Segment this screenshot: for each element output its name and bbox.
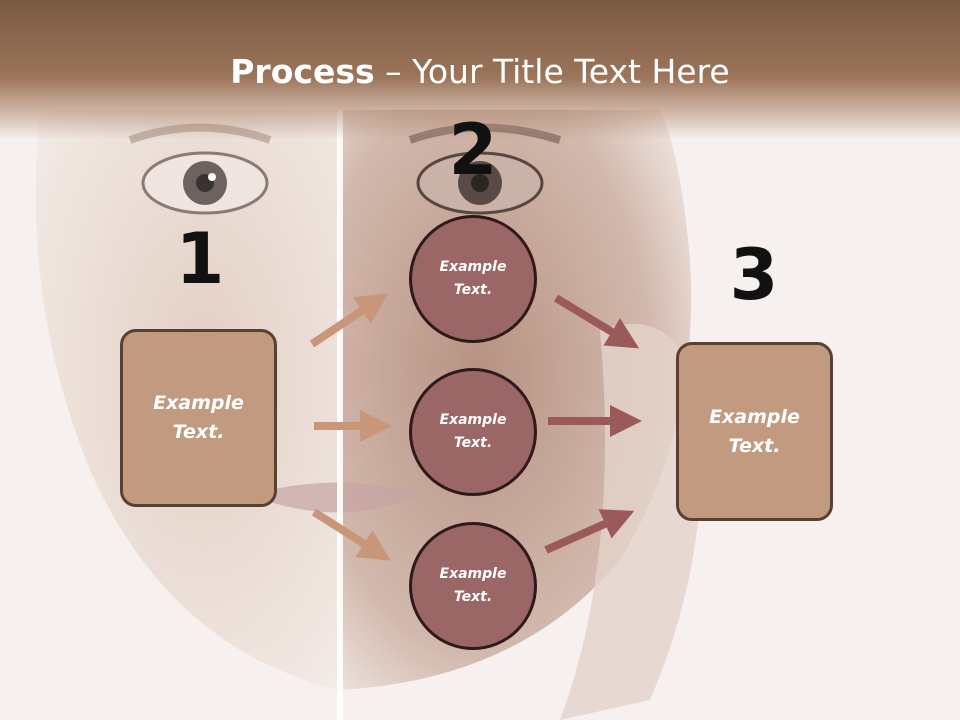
step-2-circle-top: Example Text. <box>409 215 537 343</box>
step-3-number: 3 <box>729 234 779 316</box>
arrow-bottom-to-3 <box>544 509 635 554</box>
step-1-box: Example Text. <box>120 329 277 507</box>
title-rest: – Your Title Text Here <box>374 52 730 91</box>
title-bold: Process <box>230 52 375 91</box>
step-2-number: 2 <box>448 109 498 191</box>
arrow-1-to-bottom <box>311 508 391 561</box>
step-2-circle-middle: Example Text. <box>409 368 537 496</box>
arrow-top-to-3 <box>553 294 640 349</box>
arrow-1-to-top <box>309 292 389 348</box>
title-bar <box>0 0 960 140</box>
step-3-box: Example Text. <box>676 342 833 521</box>
step-2-circle-bottom: Example Text. <box>409 522 537 650</box>
step-1-number: 1 <box>175 218 225 300</box>
slide-title: Process – Your Title Text Here <box>0 52 960 91</box>
